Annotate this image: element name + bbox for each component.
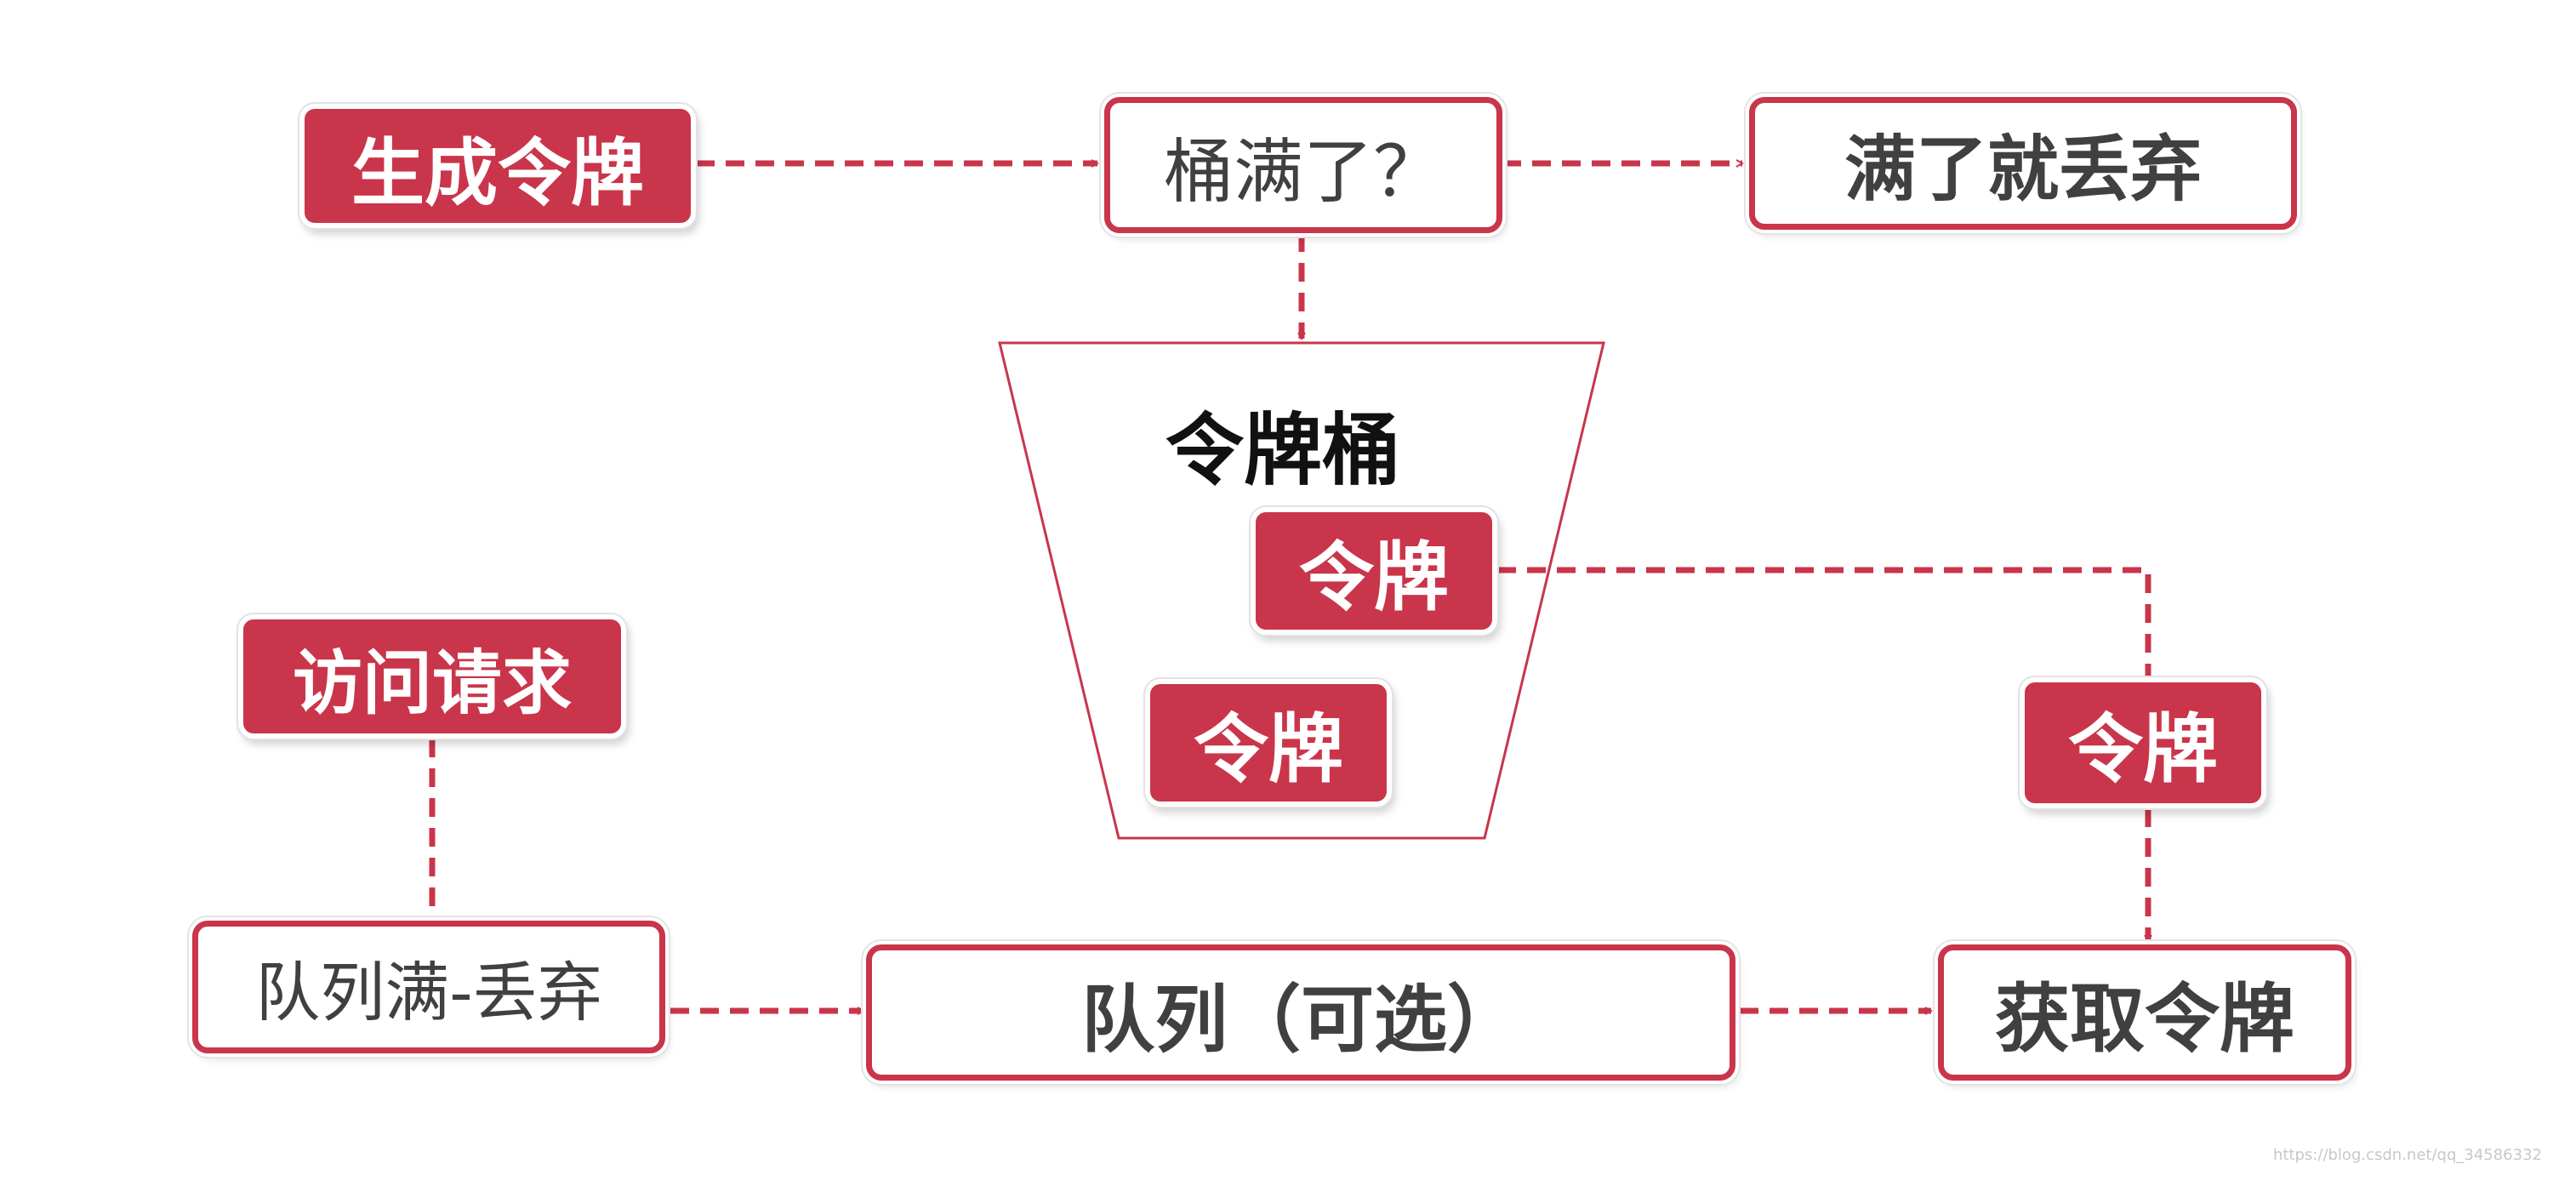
token-in-bucket-1: 令牌 [1251,507,1497,635]
access-request-node: 访问请求 [238,614,626,739]
token-bucket-shape [998,341,1605,840]
discard-when-full-node: 满了就丢弃 [1749,97,2297,230]
acquire-token-node: 获取令牌 [1938,944,2351,1081]
token-moving: 令牌 [2020,677,2266,808]
queue-full-discard-node: 队列满-丢弃 [192,921,665,1053]
bucket-full-check-node: 桶满了？ [1104,97,1502,233]
generate-token-node: 生成令牌 [299,104,696,228]
watermark: https://blog.csdn.net/qq_34586332 [2272,1146,2542,1164]
queue-optional-node: 队列（可选） [866,944,1735,1081]
token-bucket-title: 令牌桶 [1165,405,1401,496]
connector-token-to-right [1497,567,2151,687]
token-in-bucket-2: 令牌 [1145,679,1392,807]
